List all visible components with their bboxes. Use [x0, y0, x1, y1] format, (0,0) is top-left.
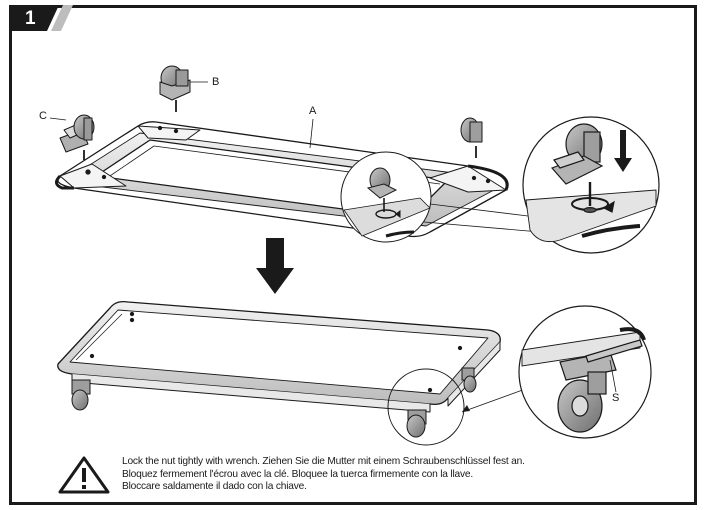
callout-c: C: [39, 110, 47, 122]
down-arrow-icon: [256, 238, 294, 294]
instruction-line-2: Bloquez fermement l'écrou avec la clé. B…: [122, 468, 473, 480]
instruction-line-3: Bloccare saldamente il dado con la chiav…: [122, 481, 307, 493]
casters-under-frame: [71, 367, 477, 438]
step-tab: [9, 5, 73, 31]
instruction-line-1: Lock the nut tightly with wrench. Ziehen…: [122, 456, 525, 467]
caster-b: [159, 65, 191, 112]
page-frame: [9, 5, 697, 505]
caster-c: [59, 114, 95, 160]
base-frame-bottom: [57, 300, 501, 413]
detail-circle-small: [340, 151, 432, 243]
warning-triangle-icon: [58, 456, 110, 494]
caster-right: [460, 117, 483, 158]
callout-b: B: [212, 76, 220, 88]
detail-circle-small-bottom: [387, 368, 465, 446]
detail-circle-large-bottom: [518, 305, 652, 439]
instructions-text: Lock the nut tightly with wrench. Ziehen…: [122, 456, 525, 494]
callout-a: A: [309, 105, 317, 117]
base-frame-top: [55, 121, 509, 238]
callout-s: S: [612, 392, 620, 404]
detail-circle-large-top: [522, 116, 660, 254]
step-number: 1: [25, 8, 36, 29]
